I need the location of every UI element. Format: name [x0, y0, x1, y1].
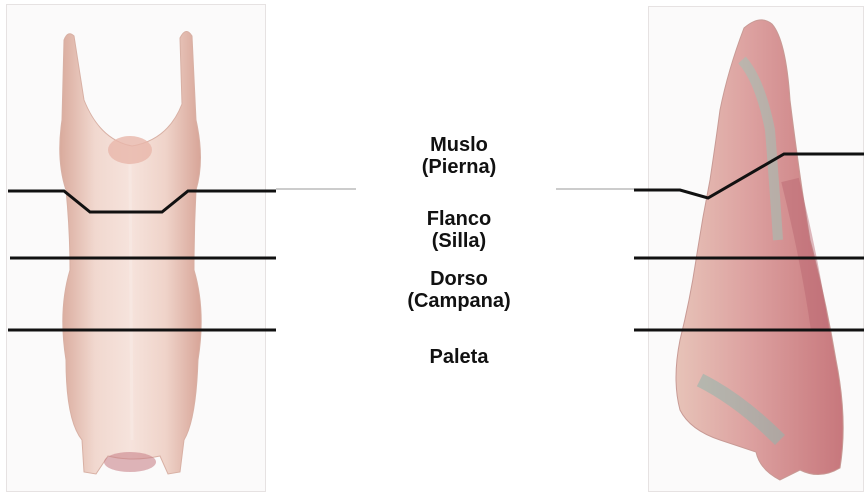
label-flanco-line2: (Silla)	[384, 230, 534, 252]
label-paleta-line1: Paleta	[384, 346, 534, 368]
label-muslo-line2: (Pierna)	[384, 156, 534, 178]
label-flanco: Flanco (Silla)	[384, 208, 534, 252]
label-muslo: Muslo (Pierna)	[384, 134, 534, 178]
label-muslo-line1: Muslo	[384, 134, 534, 156]
label-flanco-line1: Flanco	[384, 208, 534, 230]
label-dorso-line2: (Campana)	[384, 290, 534, 312]
label-paleta: Paleta	[384, 346, 534, 368]
label-dorso-line1: Dorso	[384, 268, 534, 290]
label-dorso: Dorso (Campana)	[384, 268, 534, 312]
carcass-side	[676, 20, 843, 480]
carcass-front	[60, 31, 201, 474]
